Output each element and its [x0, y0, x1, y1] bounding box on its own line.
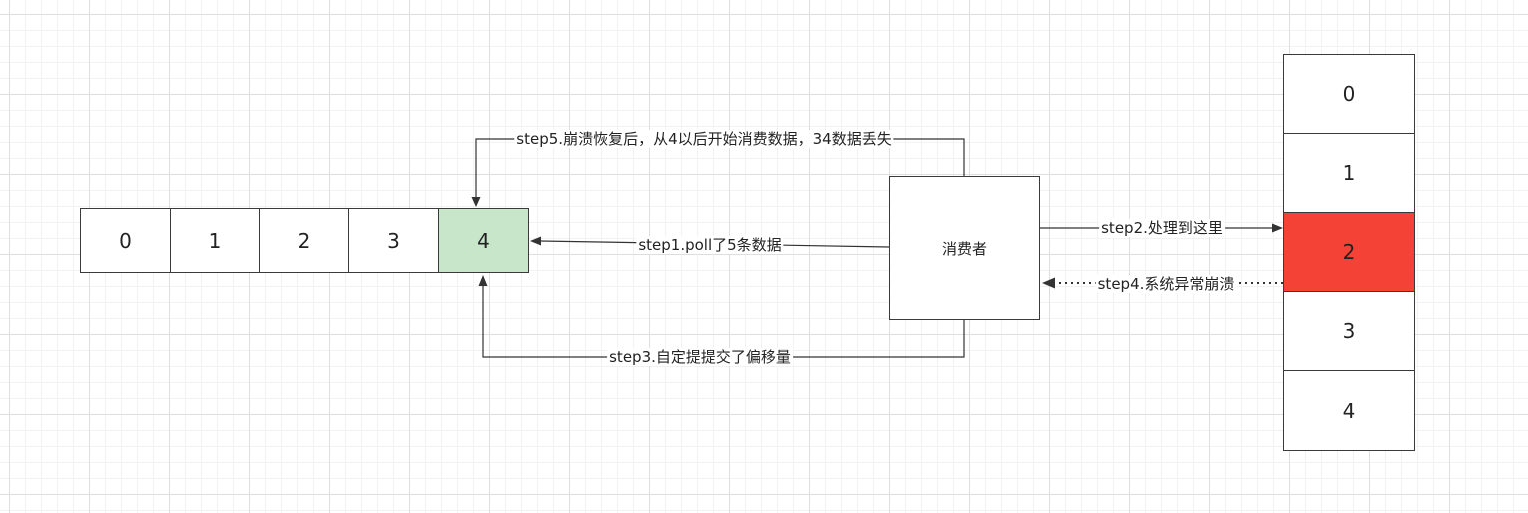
edge-step3[interactable] [482, 285, 965, 358]
left-queue-cell-4[interactable]: 4 [438, 208, 529, 273]
edge-step5-arrowhead [471, 197, 481, 207]
edge-step4-arrowhead [1042, 277, 1055, 289]
right-queue-cell-0[interactable]: 0 [1283, 54, 1415, 134]
edge-step5[interactable] [475, 138, 965, 199]
edge-label-step2: step2.处理到这里 [1099, 219, 1225, 237]
edge-step1-arrowhead [530, 236, 541, 246]
edge-step3-arrowhead [478, 275, 488, 286]
edge-label-step1: step1.poll了5条数据 [636, 236, 784, 254]
left-queue-cell-0[interactable]: 0 [80, 208, 171, 273]
left-queue-cell-2[interactable]: 2 [259, 208, 349, 273]
left-queue-cell-1[interactable]: 1 [170, 208, 260, 273]
right-queue-cell-2[interactable]: 2 [1283, 212, 1415, 292]
right-queue-cell-4[interactable]: 4 [1283, 370, 1415, 451]
edge-step2-arrowhead [1272, 223, 1283, 233]
consumer-label: 消费者 [941, 239, 987, 258]
left-queue-cell-3[interactable]: 3 [348, 208, 439, 273]
edge-label-step3: step3.自定提提交了偏移量 [607, 348, 793, 366]
edge-label-step4: step4.系统异常崩溃 [1095, 275, 1237, 293]
consumer-box[interactable]: 消费者 [889, 176, 1040, 320]
edge-label-step5: step5.崩溃恢复后，从4以后开始消费数据，34数据丢失 [514, 130, 894, 148]
right-queue-cell-3[interactable]: 3 [1283, 291, 1415, 371]
